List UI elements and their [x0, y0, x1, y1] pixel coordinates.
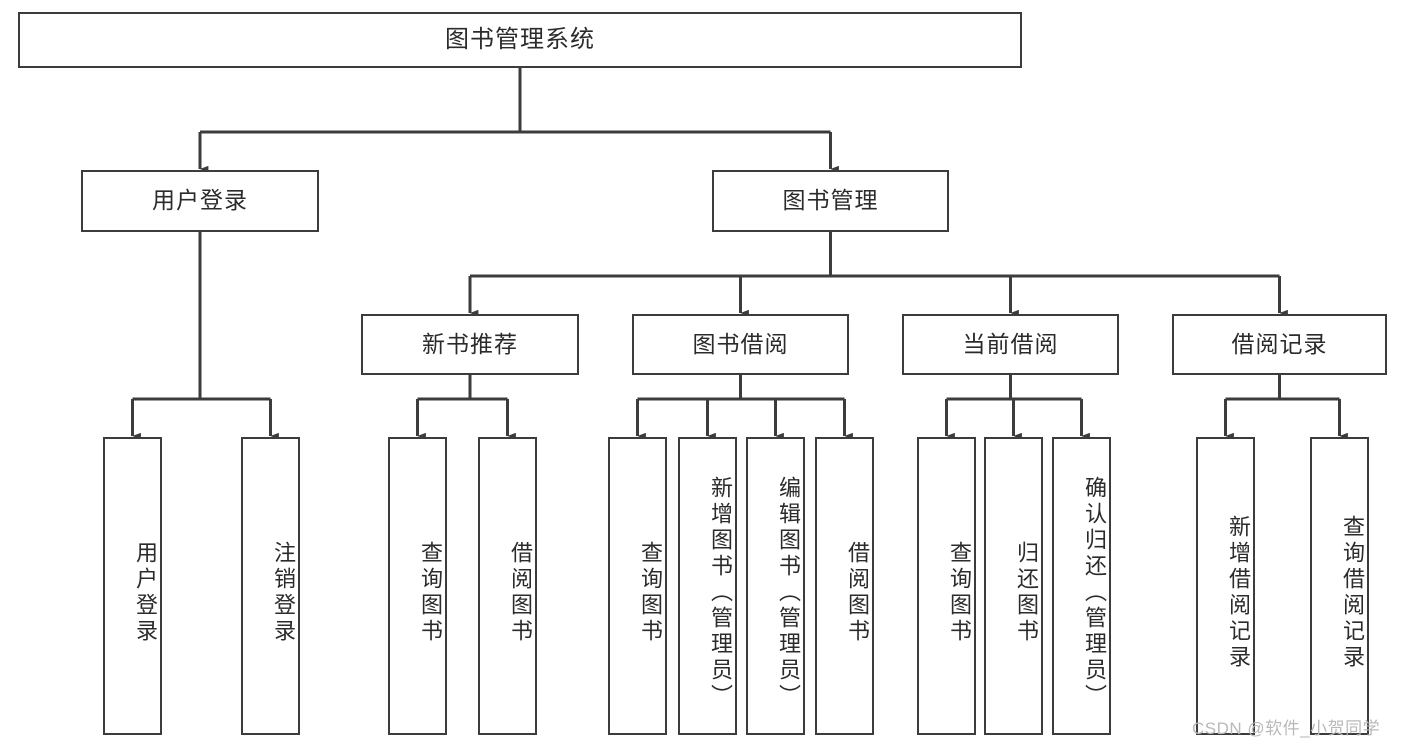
node-leaf-user-login[interactable]: 用户登录 — [103, 437, 162, 735]
node-borrow-record[interactable]: 借阅记录 — [1172, 314, 1387, 375]
node-label-leaf-user-login: 用户登录 — [133, 541, 158, 645]
node-root[interactable]: 图书管理系统 — [18, 12, 1022, 68]
node-label-leaf-borrow-book: 借阅图书 — [845, 541, 870, 645]
node-book-borrow[interactable]: 图书借阅 — [632, 314, 849, 375]
node-label-current-borrow: 当前借阅 — [962, 330, 1059, 357]
node-label-leaf-logout: 注销登录 — [271, 541, 296, 645]
node-label-book-manage: 图书管理 — [782, 187, 879, 214]
node-label-leaf-confirm-return: 确认归还（管理员） — [1082, 476, 1107, 710]
node-leaf-edit-book[interactable]: 编辑图书（管理员） — [746, 437, 805, 735]
node-label-leaf-add-record: 新增借阅记录 — [1226, 515, 1251, 671]
node-leaf-query-book-rec[interactable]: 查询图书 — [388, 437, 447, 735]
node-user-login[interactable]: 用户登录 — [81, 170, 319, 232]
node-leaf-query-record[interactable]: 查询借阅记录 — [1310, 437, 1369, 735]
node-label-leaf-query-book-current: 查询图书 — [947, 541, 972, 645]
node-leaf-add-record[interactable]: 新增借阅记录 — [1196, 437, 1255, 735]
node-label-leaf-query-book-borrow: 查询图书 — [638, 541, 663, 645]
node-label-book-borrow: 图书借阅 — [692, 330, 789, 357]
node-current-borrow[interactable]: 当前借阅 — [902, 314, 1119, 375]
node-leaf-return-book[interactable]: 归还图书 — [984, 437, 1043, 735]
node-new-book-rec[interactable]: 新书推荐 — [361, 314, 579, 375]
csdn-watermark: CSDN @软件_小贺同学 — [1192, 719, 1381, 738]
node-label-leaf-return-book: 归还图书 — [1014, 541, 1039, 645]
node-leaf-borrow-book[interactable]: 借阅图书 — [815, 437, 874, 735]
node-label-leaf-edit-book: 编辑图书（管理员） — [776, 476, 801, 710]
node-label-borrow-record: 借阅记录 — [1231, 330, 1328, 357]
node-label-leaf-query-record: 查询借阅记录 — [1340, 515, 1365, 671]
node-label-root: 图书管理系统 — [445, 25, 595, 53]
node-leaf-query-book-borrow[interactable]: 查询图书 — [608, 437, 667, 735]
node-book-manage[interactable]: 图书管理 — [712, 170, 949, 232]
node-leaf-confirm-return[interactable]: 确认归还（管理员） — [1052, 437, 1111, 735]
node-label-leaf-borrow-book-rec: 借阅图书 — [508, 541, 533, 645]
node-leaf-add-book[interactable]: 新增图书（管理员） — [678, 437, 737, 735]
node-label-leaf-query-book-rec: 查询图书 — [418, 541, 443, 645]
node-leaf-borrow-book-rec[interactable]: 借阅图书 — [478, 437, 537, 735]
node-label-user-login: 用户登录 — [152, 187, 248, 214]
node-label-leaf-add-book: 新增图书（管理员） — [708, 476, 733, 710]
node-label-new-book-rec: 新书推荐 — [422, 330, 518, 357]
node-leaf-query-book-current[interactable]: 查询图书 — [917, 437, 976, 735]
node-leaf-logout[interactable]: 注销登录 — [241, 437, 300, 735]
